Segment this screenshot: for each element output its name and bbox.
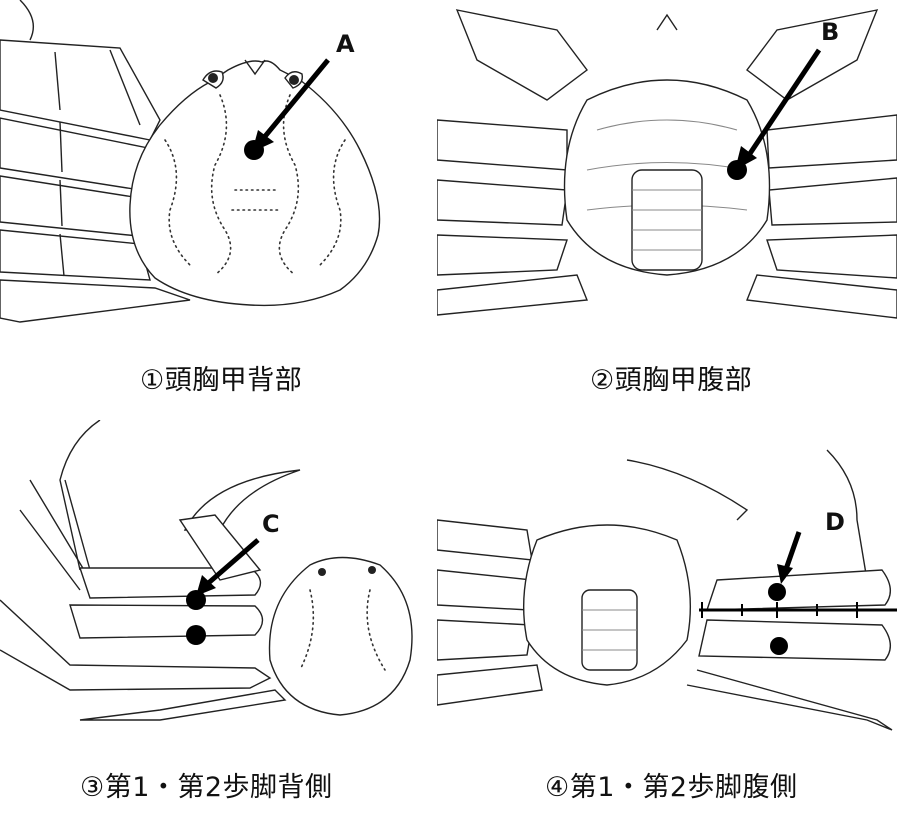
- carapace-outline: [130, 61, 380, 305]
- panel-dorsal-carapace: A: [0, 0, 440, 340]
- carapace-side-outline: [270, 558, 413, 716]
- marker-dot-c-2: [186, 625, 206, 645]
- marker-dot-c-1: [186, 590, 206, 610]
- caption-dorsal-carapace: ①頭胸甲背部: [140, 358, 302, 397]
- crab-dorsal-illustration: A: [0, 0, 440, 340]
- panel-legs-dorsal: C: [0, 420, 440, 740]
- panel-ventral-carapace: B: [437, 0, 897, 340]
- marker-dot-b: [727, 160, 747, 180]
- crab-ventral-illustration: B: [437, 0, 897, 340]
- marker-dot-a: [244, 140, 264, 160]
- marker-label-b: B: [821, 18, 839, 46]
- legs-ventral-illustration: D: [437, 420, 897, 740]
- caption-legs-ventral: ④第1・第2歩脚腹側: [545, 765, 798, 804]
- legs-dorsal-group: [0, 420, 300, 720]
- panel-legs-ventral: D: [437, 420, 897, 740]
- marker-dot-d-1: [768, 583, 786, 601]
- caption-ventral-carapace: ②頭胸甲腹部: [590, 358, 752, 397]
- caption-legs-dorsal: ③第1・第2歩脚背側: [80, 765, 333, 804]
- legs-dorsal-illustration: C: [0, 420, 440, 740]
- marker-label-d: D: [825, 508, 845, 536]
- marker-dot-d-2: [770, 637, 788, 655]
- marker-label-c: C: [262, 510, 280, 538]
- marker-label-a: A: [336, 30, 355, 58]
